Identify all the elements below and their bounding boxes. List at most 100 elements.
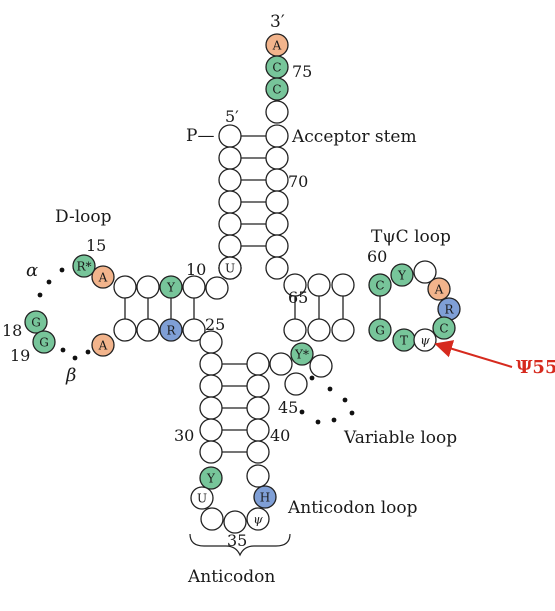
number-18: 18 <box>2 321 22 340</box>
t-loop-nt <box>413 260 437 284</box>
nucleotide-letter: A <box>434 283 444 297</box>
nucleotide-a14 <box>91 265 115 289</box>
acceptor-5-strand-nt <box>218 168 242 192</box>
beta-label: β <box>65 365 76 386</box>
d-stem-nt <box>113 318 137 342</box>
anticodon-stem-nt <box>199 418 223 442</box>
anticodon-nt-35 <box>223 510 247 534</box>
loop-dot <box>315 419 321 425</box>
nucleotide-c74 <box>265 77 289 101</box>
acceptor-3-strand-nt <box>265 234 289 258</box>
nucleotide-y-star <box>290 342 314 366</box>
acceptor-5-strand-nt <box>218 146 242 170</box>
acceptor-stem-label: Acceptor stem <box>291 127 417 147</box>
nucleotide-g19 <box>32 330 56 354</box>
nucleotide-letter: Y <box>166 281 176 295</box>
anticodon-stem-nt <box>199 396 223 420</box>
alpha-label: α <box>26 260 38 281</box>
nucleotide-c56 <box>432 316 456 340</box>
nucleotide-letter: R* <box>76 260 91 274</box>
d-stem-nt <box>113 275 137 299</box>
d-loop-label: D-loop <box>55 207 112 227</box>
loop-dot <box>59 267 65 273</box>
nucleotide-r <box>159 318 183 342</box>
base-pair-rungs <box>124 135 381 453</box>
nucleotide-letter: R <box>444 303 454 317</box>
nucleotide-g18 <box>24 310 48 334</box>
number-10: 10 <box>186 260 206 279</box>
number-35: 35 <box>227 531 247 550</box>
d-stem-nt <box>136 275 160 299</box>
t-stem-nt <box>331 318 355 342</box>
loop-dot <box>85 349 91 355</box>
anticodon-stem-nt <box>246 440 270 464</box>
nucleotide-9 <box>205 276 229 300</box>
anticodon-stem-nt <box>246 352 270 376</box>
variable-nt-45 <box>284 372 308 396</box>
d-stem-nt <box>136 318 160 342</box>
number-65: 65 <box>288 288 308 307</box>
t-stem-nt <box>331 273 355 297</box>
loop-dot <box>46 279 52 285</box>
nucleotide-letter: A <box>272 39 282 53</box>
number-30: 30 <box>174 426 194 445</box>
nucleotide-letter: A <box>98 339 108 353</box>
anticodon-stem-nt <box>199 374 223 398</box>
acceptor-5-strand-nt <box>218 124 242 148</box>
nucleotide-letter: A <box>98 271 108 285</box>
t-stem-nt <box>283 273 307 297</box>
nucleotide-u8 <box>218 256 242 280</box>
anticodon-stem-nt <box>199 440 223 464</box>
acceptor-5-strand-nt <box>218 212 242 236</box>
nucleotide-a58 <box>427 277 451 301</box>
number-19: 19 <box>10 346 30 365</box>
acceptor-5-strand-nt <box>218 190 242 214</box>
phosphate-label: P— <box>186 126 214 146</box>
nucleotide-73 <box>265 100 289 124</box>
nucleotide-letter: C <box>272 83 281 97</box>
nucleotide-y32 <box>199 466 223 490</box>
t-stem-nt <box>307 318 331 342</box>
t-stem-nt <box>307 273 331 297</box>
number-45: 45 <box>278 398 298 417</box>
d-stem-nt <box>182 318 206 342</box>
number-15: 15 <box>86 236 106 255</box>
variable-nt-44 <box>269 352 293 376</box>
nucleotide-y <box>390 263 414 287</box>
anticodon-stem-nt <box>246 396 270 420</box>
loop-dot <box>349 410 355 416</box>
loop-dot <box>327 386 333 392</box>
loop-dot <box>299 409 305 415</box>
nucleotide-y <box>159 275 183 299</box>
anticodon-stem-nt <box>199 352 223 376</box>
tpsic-loop-label: TψC loop <box>371 227 451 247</box>
loop-dot <box>60 347 66 353</box>
acceptor-3-strand-nt <box>265 190 289 214</box>
nucleotide-r-star <box>72 254 96 278</box>
acceptor-3-strand-nt <box>265 168 289 192</box>
nucleotide-u33 <box>190 486 214 510</box>
nucleotide-g53 <box>368 318 392 342</box>
nucleotide-psi39 <box>246 507 270 531</box>
anticodon-stem-nt <box>246 464 270 488</box>
anticodon-loop-label: Anticodon loop <box>287 498 418 518</box>
nucleotide-letter: C <box>272 61 281 75</box>
five-prime-label: 5′ <box>225 107 239 126</box>
t-stem-nt <box>283 318 307 342</box>
nucleotide-letter: H <box>260 491 270 505</box>
nucleotide-letter: G <box>31 316 41 330</box>
loop-dot <box>342 397 348 403</box>
nucleotide-letter: ψ <box>420 334 430 348</box>
nucleotide-psi55 <box>413 328 437 352</box>
nucleotide-letter: R <box>166 324 176 338</box>
nucleotide-letter: G <box>39 336 49 350</box>
loop-dot <box>72 355 78 361</box>
acceptor-5-strand-nt <box>218 234 242 258</box>
loop-dot <box>331 417 337 423</box>
three-prime-label: 3′ <box>270 12 285 32</box>
d-stem-nt <box>182 275 206 299</box>
anticodon-stem-nt <box>246 418 270 442</box>
loop-dot <box>37 292 43 298</box>
